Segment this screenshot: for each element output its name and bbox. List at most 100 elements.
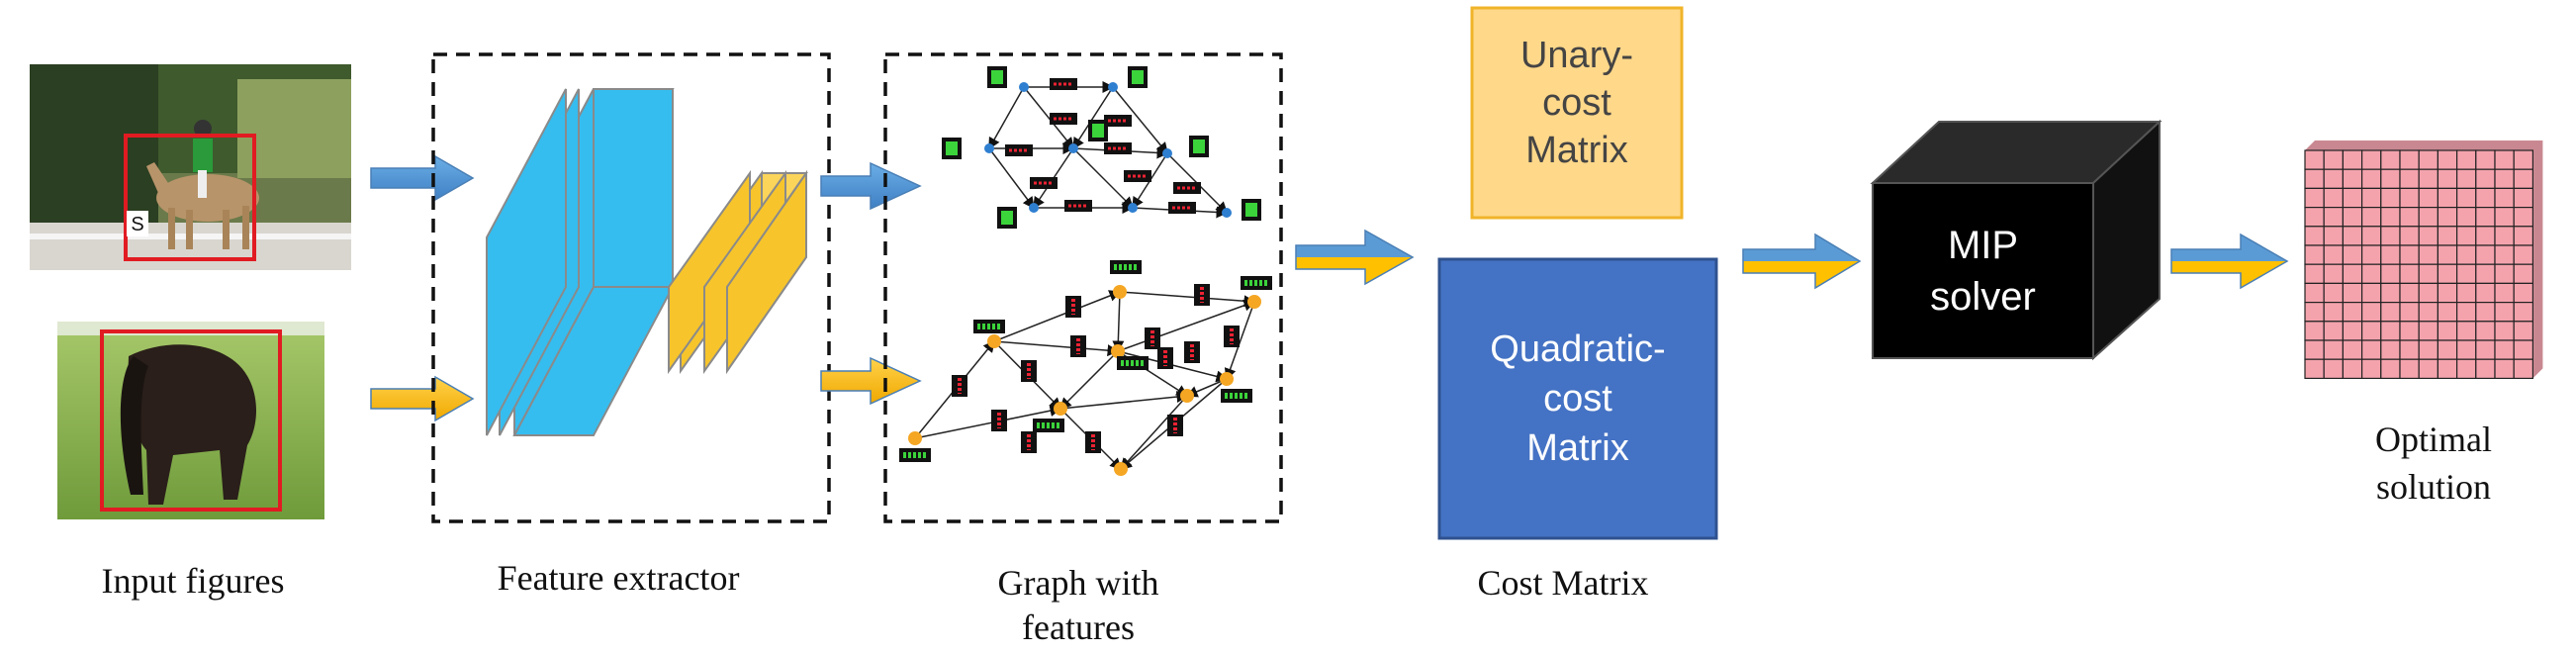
solution-grid-cell (2361, 187, 2382, 209)
graph-bottom (899, 260, 1272, 476)
solution-grid-cell (2494, 207, 2515, 228)
solution-grid-cell (2304, 321, 2325, 341)
label-graph-line2: features (1022, 607, 1135, 647)
solution-grid-cell (2380, 263, 2401, 285)
quadratic-line-1: Quadratic- (1490, 328, 1666, 370)
mip-box-text: MIP solver (1873, 220, 2093, 323)
solution-grid-cell (2456, 187, 2477, 209)
solution-grid-cell (2513, 244, 2533, 265)
solution-grid-cell (2399, 282, 2420, 304)
graph-top-node (1029, 203, 1039, 213)
graph-bottom-edge (1224, 301, 1255, 381)
solution-grid-cell (2418, 244, 2438, 265)
solution-grid-cell (2418, 149, 2438, 170)
solution-grid-cell (2304, 226, 2325, 246)
solution-grid-cell (2361, 207, 2382, 228)
solution-grid-cell (2323, 282, 2344, 304)
solution-grid-cell (2475, 168, 2496, 189)
solution-grid-cell (2323, 339, 2344, 360)
solution-grid-cell (2399, 149, 2420, 170)
solution-grid-cell (2342, 226, 2363, 246)
mip-solver-cube (1870, 119, 2162, 361)
graph-top-edge (988, 86, 1025, 150)
graph-bottom-edge (914, 405, 1062, 439)
label-cost-matrix: Cost Matrix (1477, 563, 1649, 603)
solution-grid-cell (2399, 321, 2420, 341)
mip-line-1: MIP (1947, 224, 2019, 267)
graph-bottom-node (987, 334, 1001, 348)
solution-grid-cell (2418, 263, 2438, 285)
label-graph-line1: Graph with (997, 563, 1159, 603)
solution-grid-cell (2380, 226, 2401, 246)
solution-grid-cell (2380, 207, 2401, 228)
solution-grid-cell (2399, 302, 2420, 323)
graph-bottom-node (908, 431, 922, 445)
graph-top-node (1222, 208, 1232, 218)
graph-top-node (1108, 82, 1118, 92)
solution-grid-cell (2304, 302, 2325, 323)
solution-grid-cell (2418, 282, 2438, 304)
unary-line-2: cost (1542, 82, 1611, 124)
solution-grid-cell (2437, 358, 2458, 380)
graph-bottom-node (1247, 295, 1261, 309)
solution-grid-cell (2513, 226, 2533, 246)
arrow-horse-to-extractor (370, 375, 475, 422)
solution-grid-cell (2361, 226, 2382, 246)
solution-grid-cell (2456, 263, 2477, 285)
solution-grid-cell (2361, 149, 2382, 170)
solution-grid-cell (2380, 187, 2401, 209)
solution-grid-cell (2513, 282, 2533, 304)
graph-top-node (1128, 203, 1138, 213)
solution-grid-cell (2323, 244, 2344, 265)
solution-grid-cell (2399, 207, 2420, 228)
graph-bottom-edge (1117, 299, 1256, 352)
solution-grid-cell (2475, 282, 2496, 304)
unary-cost-box (1470, 6, 1684, 220)
solution-grid-cell (2475, 244, 2496, 265)
solution-grid-cell (2456, 207, 2477, 228)
solution-grid-cell (2494, 339, 2515, 360)
solution-grid-cell (2418, 226, 2438, 246)
label-input-figures: Input figures (101, 561, 285, 601)
unary-line-3: Matrix (1525, 130, 1628, 171)
arrow-mip-to-solution (2170, 233, 2289, 290)
solution-grid-cell (2342, 244, 2363, 265)
solution-grid-cell (2342, 282, 2363, 304)
solution-grid-cell (2304, 187, 2325, 209)
quadratic-line-2: cost (1543, 378, 1612, 420)
solution-grid-cell (2475, 187, 2496, 209)
solution-grid-cell (2475, 226, 2496, 246)
graph-top-feature-fill (1001, 211, 1013, 225)
solution-grid-cell (2437, 302, 2458, 323)
solution-grid-cell (2494, 226, 2515, 246)
solution-grid-cell (2475, 302, 2496, 323)
feature-extractor-yellow-layers (668, 169, 808, 375)
solution-grid-cell (2437, 282, 2458, 304)
feature-extractor-frame (431, 52, 831, 523)
graph-top-node (1068, 143, 1078, 153)
graph-bottom-edge (1112, 291, 1125, 353)
label-optimal-line2: solution (2375, 467, 2491, 507)
solution-grid-cell (2380, 282, 2401, 304)
solution-grid-cell (2513, 168, 2533, 189)
solution-grid-cell (2513, 339, 2533, 360)
input-image-horse (57, 322, 324, 519)
unary-box-text: Unary- cost Matrix (1472, 32, 1682, 174)
input-image-rider: S (30, 64, 351, 270)
solution-grid-cell (2304, 244, 2325, 265)
solution-grid-cell (2418, 339, 2438, 360)
graph-bottom-node (1114, 462, 1128, 476)
solution-grid-cell (2323, 302, 2344, 323)
graph-top-feature-fill (1092, 124, 1104, 138)
solution-grid-cell (2456, 321, 2477, 341)
solution-grid-cell (2342, 149, 2363, 170)
solution-grid-cell (2437, 321, 2458, 341)
solution-grid-cell (2361, 339, 2382, 360)
solution-grid-cell (2380, 321, 2401, 341)
solution-grid-cell (2513, 302, 2533, 323)
graph-bottom-edge (1119, 395, 1188, 471)
solution-grid-cell (2494, 244, 2515, 265)
solution-grid-cell (2304, 168, 2325, 189)
graph-bottom-node (1111, 344, 1125, 358)
